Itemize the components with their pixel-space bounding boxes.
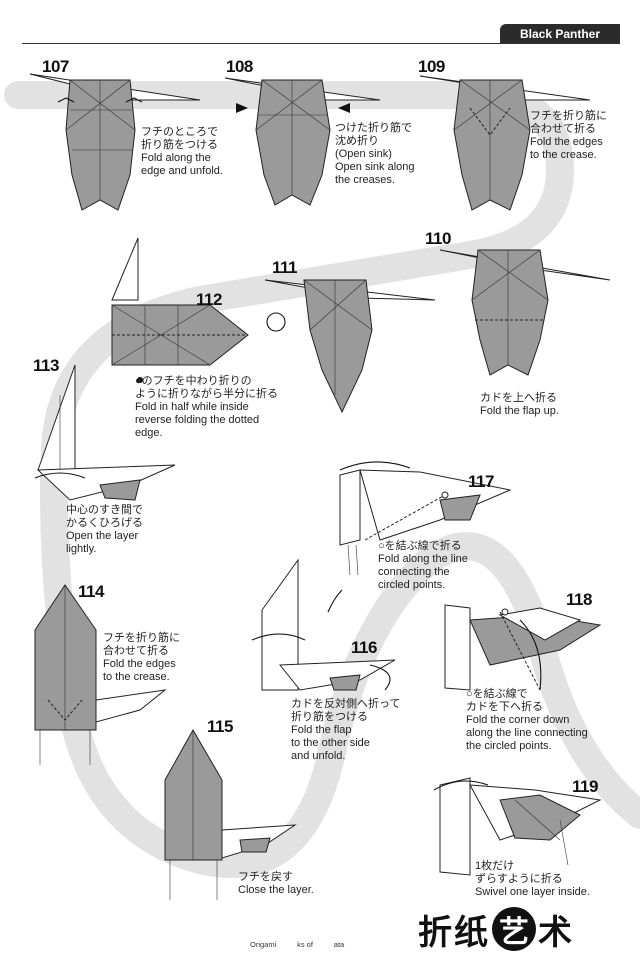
model-119: [433, 777, 602, 876]
instruction-112: ●のフチを中わり折りの ように折りながら半分に折る Fold in half w…: [135, 375, 305, 440]
instruction-118-en: Fold the corner down along the line conn…: [466, 714, 588, 752]
instruction-107: フチのところで 折り筋をつける Fold along the edge and …: [141, 126, 251, 178]
instruction-116-jp: カドを反対側へ折って 折り筋をつける: [291, 698, 401, 723]
instruction-113: 中心のすき間で かるくひろげる Open the layer lightly.: [66, 504, 176, 556]
instruction-110-en: Fold the flap up.: [480, 405, 559, 417]
step-number-119: 119: [572, 777, 598, 796]
instruction-117-en: Fold along the line connecting the circl…: [378, 553, 468, 591]
step-number-111: 111: [272, 258, 298, 277]
step-number-107: 107: [42, 57, 69, 76]
instruction-117: ○を結ぶ線で折る Fold along the line connecting …: [378, 540, 508, 592]
instruction-108-jp: つけた折り筋で 沈め折り (Open sink): [335, 122, 412, 160]
instruction-107-jp: フチのところで 折り筋をつける: [141, 126, 218, 151]
step-number-116: 116: [351, 638, 377, 657]
step-number-112: 112: [196, 290, 222, 309]
logo-char-1: 折: [418, 912, 454, 953]
instruction-114-jp: フチを折り筋に 合わせて折る: [103, 632, 180, 657]
header-rule: [22, 43, 620, 44]
instruction-119-en: Swivel one layer inside.: [475, 886, 590, 898]
step-number-113: 113: [33, 356, 59, 375]
step-number-110: 110: [425, 229, 451, 248]
logo-char-2: 纸: [454, 912, 490, 953]
instruction-117-jp: ○を結ぶ線で折る: [378, 540, 462, 552]
instruction-114: フチを折り筋に 合わせて折る Fold the edges to the cre…: [103, 632, 203, 684]
instruction-118-jp: ○を結ぶ線で カドを下へ折る: [466, 688, 543, 713]
step-number-118: 118: [566, 590, 592, 609]
instruction-109: フチを折り筋に 合わせて折る Fold the edges to the cre…: [530, 110, 635, 162]
instruction-107-en: Fold along the edge and unfold.: [141, 152, 223, 177]
step-number-108: 108: [226, 57, 253, 76]
instruction-113-en: Open the layer lightly.: [66, 530, 139, 555]
model-108: [224, 77, 381, 206]
model-117: [339, 461, 512, 576]
logo-char-3: 艺: [492, 907, 536, 951]
instruction-114-en: Fold the edges to the crease.: [103, 658, 176, 683]
instruction-108: つけた折り筋で 沈め折り (Open sink) Open sink along…: [335, 122, 445, 187]
model-109: [419, 75, 591, 211]
watermark-logo: 折 纸 艺 术: [418, 906, 634, 953]
flow-band: [4, 81, 640, 879]
instruction-119-jp: 1枚だけ ずらすように折る: [475, 860, 563, 885]
instruction-116: カドを反対側へ折って 折り筋をつける Fold the flap to the …: [291, 698, 421, 763]
instruction-118: ○を結ぶ線で カドを下へ折る Fold the corner down alon…: [466, 688, 616, 753]
model-113: [34, 364, 176, 501]
instruction-109-jp: フチを折り筋に 合わせて折る: [530, 110, 607, 135]
instruction-109-en: Fold the edges to the crease.: [530, 136, 603, 161]
model-110: [439, 249, 611, 376]
step-number-115: 115: [207, 717, 233, 736]
instruction-113-jp: 中心のすき間で かるくひろげる: [66, 504, 143, 529]
instruction-115-en: Close the layer.: [238, 884, 314, 896]
instruction-112-en: Fold in half while inside reverse foldin…: [135, 401, 260, 439]
logo-char-4: 术: [538, 912, 574, 953]
instruction-110: カドを上へ折る Fold the flap up.: [480, 392, 590, 418]
model-116: [251, 558, 396, 691]
model-115: [164, 728, 297, 900]
instruction-116-en: Fold the flap to the other side and unfo…: [291, 724, 370, 762]
model-114: [34, 584, 167, 765]
instruction-115: フチを戻す Close the layer.: [238, 871, 338, 897]
step-number-117: 117: [468, 472, 494, 491]
instruction-119: 1枚だけ ずらすように折る Swivel one layer inside.: [475, 860, 615, 899]
instruction-115-jp: フチを戻す: [238, 871, 293, 883]
instruction-112-jp: ●のフチを中わり折りの ように折りながら半分に折る: [135, 375, 278, 400]
model-112: [111, 237, 249, 383]
step-number-109: 109: [418, 57, 445, 76]
model-118: [444, 604, 602, 691]
model-111: [264, 279, 436, 414]
instruction-108-en: Open sink along the creases.: [335, 161, 415, 186]
footer-text: Origami ks of ata: [250, 940, 345, 949]
header-title: Black Panther: [500, 24, 620, 44]
model-107: [29, 73, 201, 211]
step-number-114: 114: [78, 582, 104, 601]
instruction-110-jp: カドを上へ折る: [480, 392, 557, 404]
